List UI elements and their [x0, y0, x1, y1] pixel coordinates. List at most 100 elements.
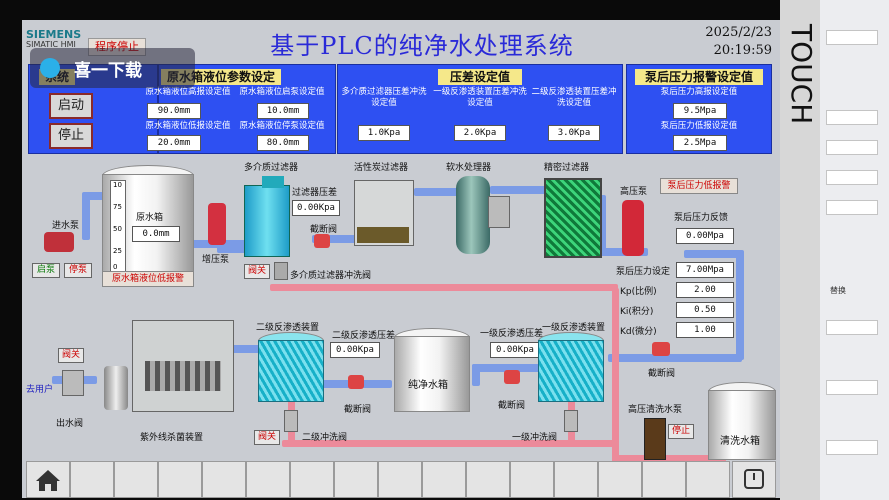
function-key-14[interactable] — [642, 461, 686, 498]
scale-label: 10 — [113, 181, 122, 189]
shutoff-valve-label-1: 截断阀 — [310, 225, 338, 235]
function-key-3[interactable] — [158, 461, 202, 498]
shutoff-valve-label-2: 截断阀 — [344, 405, 372, 415]
power-button[interactable] — [732, 461, 776, 498]
pump-stop-label: 原水箱液位停泵设定值 — [239, 121, 325, 131]
shutoff-valve-1[interactable] — [314, 234, 330, 248]
booster-pump[interactable] — [208, 203, 226, 245]
kp-input[interactable]: 2.00 — [676, 282, 734, 298]
function-key-9[interactable] — [422, 461, 466, 498]
ro1-flush-valve[interactable] — [564, 410, 578, 432]
high-pump-label: 高压泵 — [620, 187, 648, 197]
pump-set-input[interactable]: 7.00Mpa — [676, 262, 734, 278]
function-key-4[interactable] — [202, 461, 246, 498]
pressure-diff-panel: 压差设定值 多介质过滤器压差冲洗设定值 1.0Kpa 一级反渗透装置压差冲洗设定… — [337, 64, 623, 154]
function-key-8[interactable] — [378, 461, 422, 498]
pipe — [684, 250, 742, 258]
softener-tank — [456, 176, 490, 254]
multi-dp-label: 多介质过滤器压差冲洗设定值 — [341, 87, 427, 108]
shutoff-valve-label-4: 截断阀 — [648, 369, 676, 379]
multi-filter-top — [262, 176, 284, 188]
hp-flush-pump[interactable] — [644, 418, 666, 460]
window-field — [826, 170, 878, 185]
home-button[interactable] — [26, 461, 70, 498]
carbon-filter-label: 活性炭过滤器 — [354, 163, 409, 173]
brand-label: SIEMENS — [26, 28, 82, 41]
function-key-15[interactable] — [686, 461, 730, 498]
ki-input[interactable]: 0.50 — [676, 302, 734, 318]
ro1-unit-label: 一级反渗透装置 — [542, 323, 606, 333]
pure-tank-label: 纯净水箱 — [408, 380, 448, 391]
pump-start-input[interactable]: 10.0mm — [257, 103, 309, 119]
uv-unit — [132, 320, 234, 412]
ki-label: Ki(积分) — [620, 307, 654, 317]
function-key-12[interactable] — [554, 461, 598, 498]
function-key-1[interactable] — [70, 461, 114, 498]
valve-closed-tag-2: 阀关 — [254, 430, 280, 445]
inlet-pump[interactable] — [44, 232, 74, 252]
ro2-unit-label: 二级反渗透装置 — [256, 323, 320, 333]
shutoff-valve-2[interactable] — [348, 375, 364, 389]
function-key-6[interactable] — [290, 461, 334, 498]
pump-feedback-label: 泵后压力反馈 — [674, 213, 729, 223]
ro2-flush-valve[interactable] — [284, 410, 298, 432]
valve-closed-tag-3: 阀关 — [58, 348, 84, 363]
function-key-13[interactable] — [598, 461, 642, 498]
to-user-label: 去用户 — [26, 385, 54, 395]
kd-input[interactable]: 1.00 — [676, 322, 734, 338]
shutoff-valve-3[interactable] — [504, 370, 520, 384]
pipe — [217, 245, 262, 253]
pump-high-label: 泵后压力高报设定值 — [660, 87, 738, 97]
outlet-valve[interactable] — [62, 370, 84, 396]
flush-valve-1[interactable] — [274, 262, 288, 280]
pump-low-alarm: 泵后压力低报警 — [660, 178, 738, 194]
carbon-filter — [354, 180, 414, 246]
precision-filter-label: 精密过滤器 — [544, 163, 590, 173]
ro2-dp-label-diagram: 二级反渗透压差 — [332, 331, 396, 341]
pump-high-input[interactable]: 9.5Mpa — [673, 103, 727, 119]
stop-pump-button[interactable]: 停泵 — [64, 263, 92, 278]
scale-label: 0 — [113, 263, 118, 271]
softener-label: 软水处理器 — [446, 163, 492, 173]
start-pump-button[interactable]: 启泵 — [32, 263, 60, 278]
ro1-dp-input[interactable]: 2.0Kpa — [454, 125, 506, 141]
stop-button[interactable]: 停止 — [49, 123, 93, 149]
ro1-dp-label-diagram: 一级反渗透压差 — [480, 329, 544, 339]
multi-flush-valve-label: 多介质过滤器冲洗阀 — [290, 271, 372, 281]
function-key-2[interactable] — [114, 461, 158, 498]
softener-valve — [488, 196, 510, 228]
shutoff-valve-4[interactable] — [652, 342, 670, 356]
power-icon — [744, 469, 764, 489]
flush-pump-stop-button[interactable]: 停止 — [668, 424, 694, 439]
shutoff-valve-label-3: 截断阀 — [498, 401, 526, 411]
precision-filter — [544, 178, 602, 258]
pump-stop-input[interactable]: 80.0mm — [257, 135, 309, 151]
pipe — [312, 235, 362, 243]
kp-label: Kp(比例) — [620, 287, 657, 297]
low-alarm-input[interactable]: 20.0mm — [147, 135, 201, 151]
pump-low-input[interactable]: 2.5Mpa — [673, 135, 727, 151]
multi-filter — [244, 185, 290, 257]
window-field — [826, 110, 878, 125]
start-button[interactable]: 启动 — [49, 93, 93, 119]
high-pressure-pump[interactable] — [622, 200, 644, 256]
raw-tank-level-gauge: 10 75 50 25 0 — [110, 180, 126, 274]
ro1-flush-label: 一级冲洗阀 — [512, 433, 558, 443]
function-key-7[interactable] — [334, 461, 378, 498]
multi-dp-input[interactable]: 1.0Kpa — [358, 125, 410, 141]
booster-pump-label: 增压泵 — [202, 255, 230, 265]
ro2-dp-input[interactable]: 3.0Kpa — [548, 125, 600, 141]
ro2-tank — [258, 340, 324, 402]
pipe — [736, 250, 744, 360]
function-key-10[interactable] — [466, 461, 510, 498]
function-key-11[interactable] — [510, 461, 554, 498]
function-key-5[interactable] — [246, 461, 290, 498]
filter-dp-value: 0.00Kpa — [292, 200, 340, 216]
ro2-dp-label: 二级反渗透装置压差冲洗设定值 — [531, 87, 617, 108]
hmi-label: SIMATIC HMI — [26, 40, 76, 49]
ro1-dp-value: 0.00Kpa — [490, 342, 540, 358]
high-alarm-input[interactable]: 90.0mm — [147, 103, 201, 119]
hmi-screen: SIEMENS SIMATIC HMI 程序停止 基于PLC的纯净水处理系统 2… — [22, 20, 780, 498]
pipe — [490, 186, 546, 194]
window-field — [826, 200, 878, 215]
